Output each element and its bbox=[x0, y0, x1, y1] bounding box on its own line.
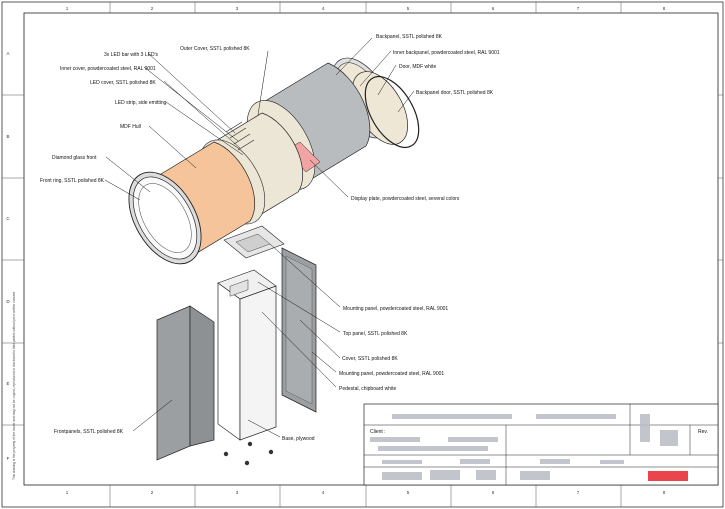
zone-numbers-top: 1 2 3 4 5 6 7 8 bbox=[66, 6, 666, 11]
zone-top-7: 7 bbox=[577, 6, 580, 11]
rev-label: Rev. bbox=[698, 429, 708, 435]
label-top-panel: Top panel, SSTL polished 8K bbox=[343, 331, 408, 337]
zone-bottom-7: 7 bbox=[577, 490, 580, 495]
zone-letters-left: A B C D E F bbox=[6, 51, 10, 461]
pedestal bbox=[217, 279, 277, 441]
zone-left-f: F bbox=[7, 456, 10, 461]
zone-top-4: 4 bbox=[322, 6, 325, 11]
zone-left-a: A bbox=[6, 51, 9, 56]
zone-top-5: 5 bbox=[407, 6, 410, 11]
zone-bottom-3: 3 bbox=[236, 490, 239, 495]
label-led-strip: LED strip, side emitting bbox=[115, 100, 167, 106]
zone-bottom-1: 1 bbox=[66, 490, 69, 495]
label-led-bar: 3x LED bar with 3 LED's bbox=[104, 52, 159, 58]
base-feet bbox=[223, 441, 274, 466]
label-inner-cover: Inner cover, powdercoated steel, RAL 900… bbox=[60, 66, 156, 72]
label-pedestal: Pedestal, chipboard white bbox=[339, 386, 396, 392]
label-backpanel: Backpanel, SSTL polished 8K bbox=[376, 34, 443, 40]
label-front-ring: Front ring, SSTL polished 8K bbox=[40, 178, 105, 184]
zone-bottom-4: 4 bbox=[322, 490, 325, 495]
zone-top-3: 3 bbox=[236, 6, 239, 11]
zone-left-c: C bbox=[6, 216, 10, 221]
front-ring bbox=[128, 171, 202, 265]
zone-top-2: 2 bbox=[151, 6, 154, 11]
zone-left-e: E bbox=[6, 381, 9, 386]
zone-bottom-2: 2 bbox=[151, 490, 154, 495]
title-block: Client : Rev. bbox=[363, 403, 719, 486]
label-inner-backpanel: Inner backpanel, powdercoated steel, RAL… bbox=[393, 50, 500, 56]
zone-bottom-8: 8 bbox=[663, 490, 666, 495]
label-frontpanels: Frontpanels, SSTL polished 8K bbox=[54, 429, 124, 435]
redacted-logo bbox=[648, 471, 688, 481]
label-cover: Cover, SSTL polished 8K bbox=[342, 356, 398, 362]
label-outer-cover: Outer Cover, SSTL polished 8K bbox=[180, 46, 250, 52]
zone-left-b: B bbox=[6, 134, 9, 139]
confidentiality-note: This drawing is the property of the owne… bbox=[12, 292, 16, 480]
label-led-cover: LED cover, SSTL polished 8K bbox=[90, 80, 156, 86]
zone-top-6: 6 bbox=[492, 6, 495, 11]
zone-left-d: D bbox=[6, 299, 10, 304]
label-mounting-panel-top: Mounting panel, powdercoated steel, RAL … bbox=[343, 306, 448, 312]
leader-lines bbox=[104, 37, 415, 438]
label-door: Door, MDF white bbox=[399, 64, 436, 70]
front-panels bbox=[156, 305, 215, 461]
label-mounting-panel-side: Mounting panel, powdercoated steel, RAL … bbox=[339, 371, 444, 377]
label-backpanel-door: Backpanel door, SSTL polished 8K bbox=[416, 90, 494, 96]
client-label: Client : bbox=[370, 429, 386, 435]
zone-top-8: 8 bbox=[663, 6, 666, 11]
label-mdf-hull: MDF Hull bbox=[120, 124, 141, 130]
zone-bottom-6: 6 bbox=[492, 490, 495, 495]
zone-top-1: 1 bbox=[66, 6, 69, 11]
label-diamond-glass: Diamond glass front bbox=[52, 155, 97, 161]
zone-numbers-bottom: 1 2 3 4 5 6 7 8 bbox=[66, 490, 666, 495]
label-base: Base, plywood bbox=[282, 436, 315, 442]
redacted-fields bbox=[370, 414, 678, 480]
backpanel-door-disc bbox=[364, 76, 420, 148]
zone-bottom-5: 5 bbox=[407, 490, 410, 495]
side-cover-panel bbox=[281, 247, 317, 413]
label-display-plate: Display plate, powdercoated steel, sever… bbox=[351, 196, 460, 202]
diamond-glass-front bbox=[138, 183, 192, 253]
